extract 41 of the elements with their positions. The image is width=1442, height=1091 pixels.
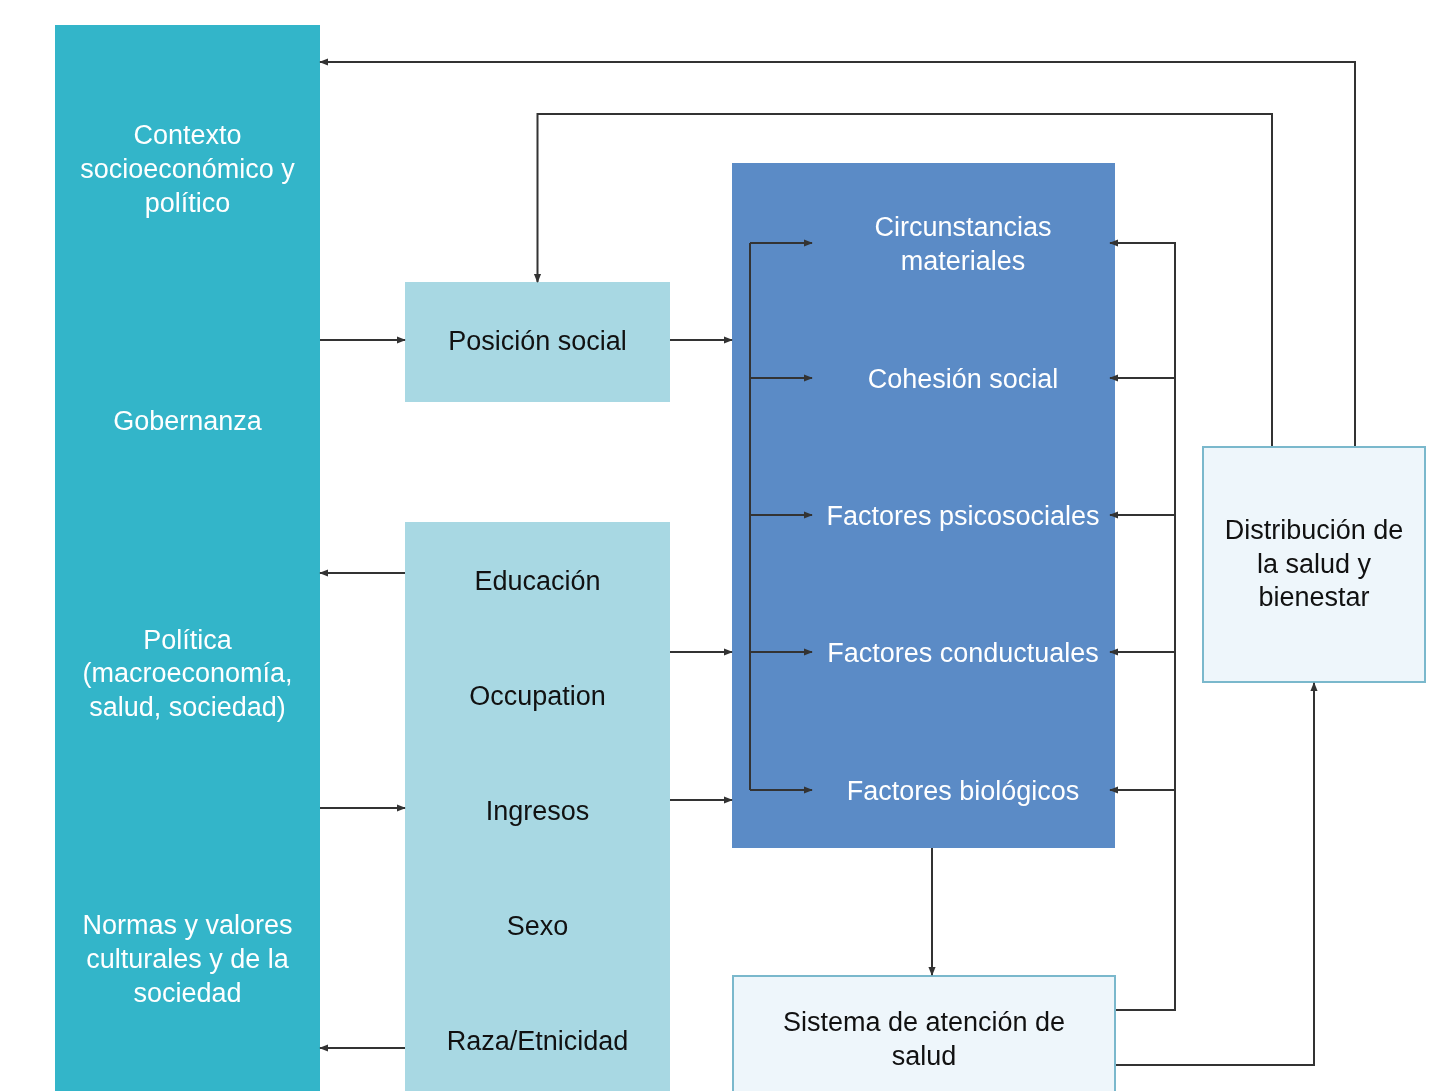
category-panel xyxy=(405,522,670,1091)
arrow xyxy=(319,1044,406,1052)
factors-panel xyxy=(732,163,1115,848)
factor-label: Factores psicosociales xyxy=(814,487,1112,547)
outcome-box xyxy=(732,975,1116,1091)
arrow xyxy=(669,796,733,804)
node-label: Educación xyxy=(473,564,602,598)
node-label: Gobernanza xyxy=(112,405,263,439)
factor-label: Cohesión social xyxy=(814,350,1112,410)
arrow xyxy=(319,336,406,344)
node-label: Sexo xyxy=(505,910,570,944)
node-label: Política (macroeconomía, salud, sociedad) xyxy=(81,623,294,725)
factor-label: Factores biológicos xyxy=(814,762,1112,822)
arrow xyxy=(669,648,733,656)
arrow xyxy=(319,569,406,577)
arrow xyxy=(533,113,1273,447)
arrow xyxy=(749,786,813,794)
arrow xyxy=(749,239,813,247)
arrow xyxy=(1115,682,1318,1066)
factor-label: Circunstancias materiales xyxy=(814,195,1112,295)
outcome-box xyxy=(1202,446,1426,683)
arrow xyxy=(669,336,733,344)
arrow xyxy=(319,58,1356,447)
node-label: Distribución de la salud y bienestar xyxy=(1223,513,1405,615)
arrow xyxy=(749,648,813,656)
node-label: Normas y valores culturales y de la sociedad xyxy=(81,909,294,1010)
node-label: Raza/Etnicidad xyxy=(445,1025,630,1059)
bracket-line xyxy=(749,242,751,791)
category-panel xyxy=(405,282,670,402)
node-label: Posición social xyxy=(447,325,628,359)
node-label: Ingresos xyxy=(484,795,591,829)
node-label: Sistema de atención de salud xyxy=(781,1006,1067,1073)
arrow xyxy=(319,804,406,812)
arrow xyxy=(928,847,936,976)
arrow xyxy=(1109,786,1176,1011)
context-panel xyxy=(55,25,320,1091)
factor-label: Factores conductuales xyxy=(814,624,1112,684)
arrow xyxy=(749,374,813,382)
arrow xyxy=(749,511,813,519)
node-label: Occupation xyxy=(468,679,607,713)
node-label: Contexto socioeconómico y político xyxy=(79,119,296,220)
